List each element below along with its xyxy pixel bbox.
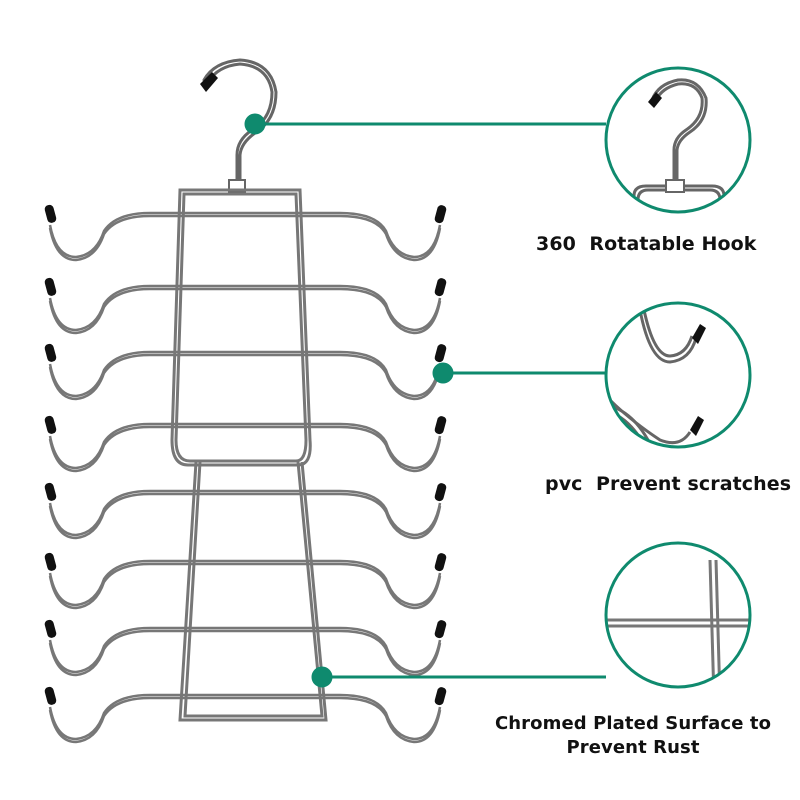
rail-wire xyxy=(48,693,442,741)
pvc-tip-icon xyxy=(44,686,57,705)
callout-dot xyxy=(311,666,333,688)
rail-wire xyxy=(48,353,442,401)
callout-label-surface: Chromed Plated Surface to Prevent Rust xyxy=(494,713,772,758)
rail-wire xyxy=(48,422,442,470)
callout-label-pvc: pvc Prevent scratches xyxy=(545,473,792,495)
pvc-tip-icon xyxy=(434,416,447,435)
rail-wire xyxy=(48,559,442,607)
lower-frame xyxy=(178,461,328,722)
zoom-circle-pvc xyxy=(604,301,752,449)
callout-dot xyxy=(244,113,266,135)
rail-wire xyxy=(48,214,442,262)
callout-label-hook: 360 Rotatable Hook xyxy=(536,233,757,255)
rail-wire xyxy=(48,287,442,335)
pvc-tip-icon xyxy=(434,483,447,502)
rail-wire xyxy=(48,284,442,332)
rail-wire xyxy=(48,350,442,398)
zoom-circle-surface xyxy=(604,541,752,689)
pvc-tip-icon xyxy=(434,553,447,572)
rail-wire xyxy=(48,492,442,540)
rail-wire xyxy=(48,489,442,537)
pvc-tip-icon xyxy=(44,204,57,223)
hook-cap-icon xyxy=(200,72,218,92)
pvc-tip-icon xyxy=(44,343,57,362)
zoom-circle-hook xyxy=(604,66,752,214)
pvc-tip-icon xyxy=(44,552,57,571)
callout-dot xyxy=(432,362,454,384)
rail-wire xyxy=(48,626,442,674)
callout-lines xyxy=(244,113,606,688)
rail-wire xyxy=(48,696,442,744)
pvc-tip-icon xyxy=(434,205,447,224)
pvc-tip-icon xyxy=(44,482,57,501)
pvc-tip-icon xyxy=(434,620,447,639)
pvc-tip-icon xyxy=(434,278,447,297)
pvc-tip-icon xyxy=(434,687,447,706)
hanger-rails xyxy=(44,204,447,744)
pvc-tip-icon xyxy=(44,277,57,296)
rail-wire xyxy=(48,629,442,677)
rail-wire xyxy=(48,425,442,473)
rail-wire xyxy=(48,562,442,610)
pvc-tip-icon xyxy=(44,415,57,434)
pvc-tip-icon xyxy=(434,344,447,363)
rail-wire xyxy=(48,211,442,259)
pvc-tip-icon xyxy=(44,619,57,638)
